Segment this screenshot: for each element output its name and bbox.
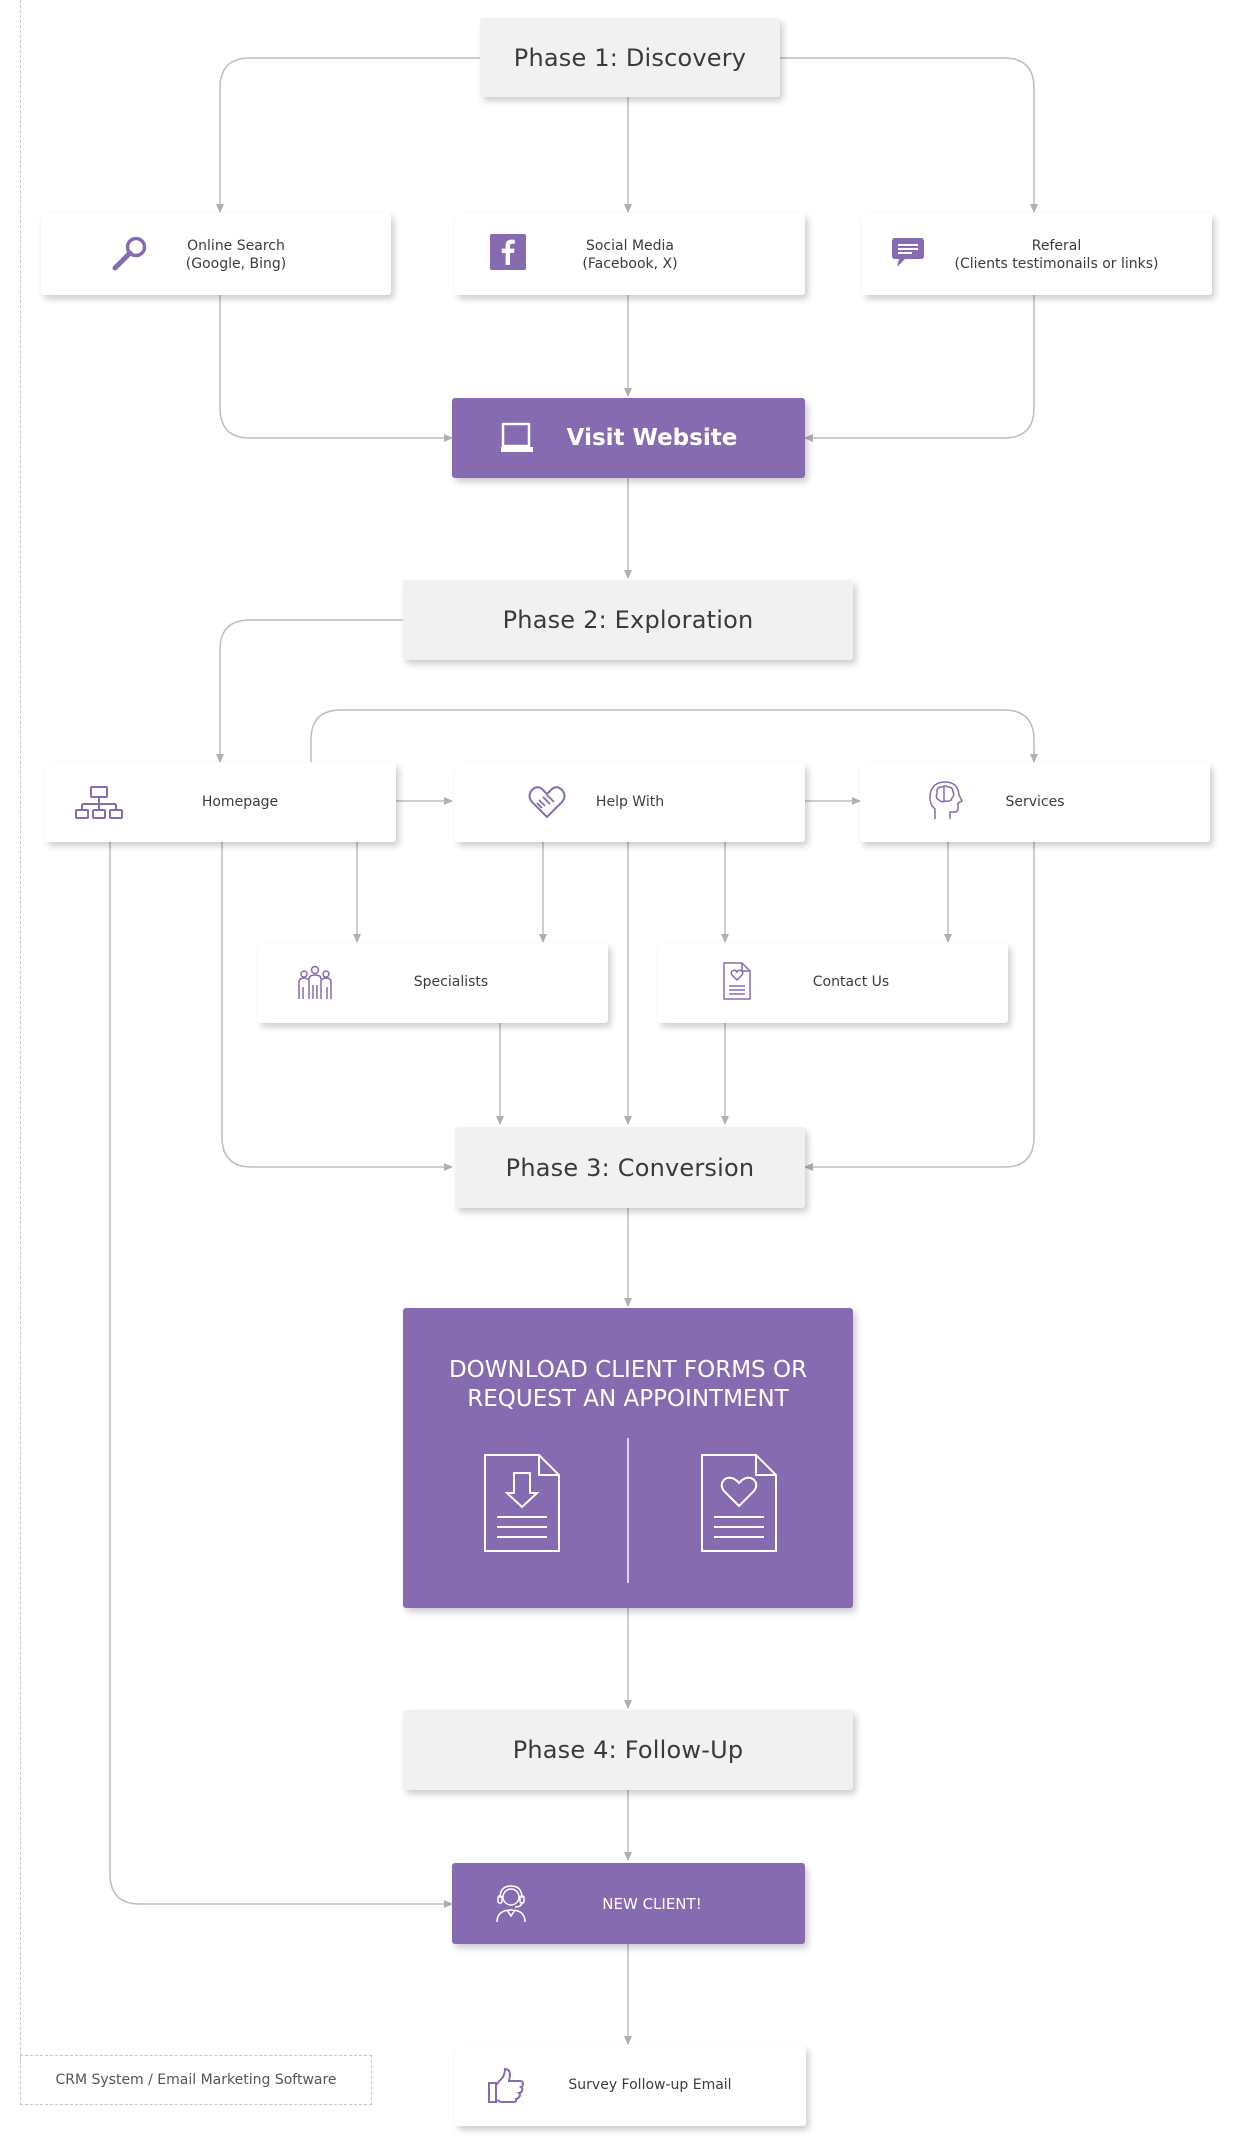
headset-person-icon [496,1885,526,1923]
connector-homepage-to-services [310,709,1038,763]
phase-follow-up: Phase 4: Follow-Up [403,1710,853,1790]
source-social-media: Social Media (Facebook, X) [455,213,805,295]
new-client-label: NEW CLIENT! [602,1894,702,1913]
connector-discovery-to-search [216,57,480,213]
facebook-icon [490,234,526,270]
referral-subtitle: (Clients testimonails or links) [954,256,1159,272]
connector-search-to-website [219,295,453,442]
homepage-label: Homepage [201,794,279,810]
source-online-search: Online Search (Google, Bing) [41,213,391,295]
referral-title: Referal [1031,238,1082,254]
thumbs-up-icon [488,2067,525,2103]
cta-line-1: DOWNLOAD CLIENT FORMS OR [448,1357,808,1383]
visit-website-node: Visit Website [452,398,805,478]
page-contact-us: Contact Us [658,943,1008,1023]
handshake-heart-icon [528,786,566,819]
crm-system-rail [20,0,21,2060]
new-client-node: NEW CLIENT! [452,1863,805,1944]
social-media-title: Social Media [585,238,674,254]
social-media-subtitle: (Facebook, X) [582,256,678,272]
appointment-form-icon [701,1454,777,1552]
survey-label: Survey Follow-up Email [568,2077,732,2093]
magnifier-icon [112,236,147,271]
page-homepage: Homepage [45,763,396,842]
brain-head-icon [929,781,963,819]
cta-download-or-appointment: DOWNLOAD CLIENT FORMS OR REQUEST AN APPO… [403,1308,853,1608]
download-form-icon [484,1454,560,1552]
source-referral: Referal (Clients testimonails or links) [862,213,1212,295]
page-services: Services [860,763,1210,842]
crm-legend: CRM System / Email Marketing Software [20,2055,372,2105]
cta-line-2: REQUEST AN APPOINTMENT [467,1386,789,1412]
connector-discovery-to-referral [780,57,1038,213]
people-group-icon [298,965,332,999]
services-label: Services [1005,794,1065,810]
online-search-subtitle: (Google, Bing) [185,256,287,272]
cta-divider [627,1438,629,1583]
phase-conversion: Phase 3: Conversion [455,1127,805,1208]
help-with-label: Help With [595,794,665,810]
phase-discovery: Phase 1: Discovery [480,18,780,97]
laptop-icon [501,422,533,452]
survey-follow-up-email: Survey Follow-up Email [455,2046,806,2126]
page-specialists: Specialists [258,943,608,1023]
chat-bubble-icon [892,238,924,267]
page-help-with: Help With [455,763,805,842]
specialists-label: Specialists [413,974,489,990]
sitemap-icon [75,786,123,819]
phase-exploration: Phase 2: Exploration [403,580,853,660]
visit-website-label: Visit Website [566,425,738,451]
online-search-title: Online Search [187,238,285,254]
connector-referral-to-website [804,295,1035,442]
connector-exploration-to-homepage [216,619,403,763]
document-heart-icon [723,962,751,1000]
contact-us-label: Contact Us [812,974,890,990]
